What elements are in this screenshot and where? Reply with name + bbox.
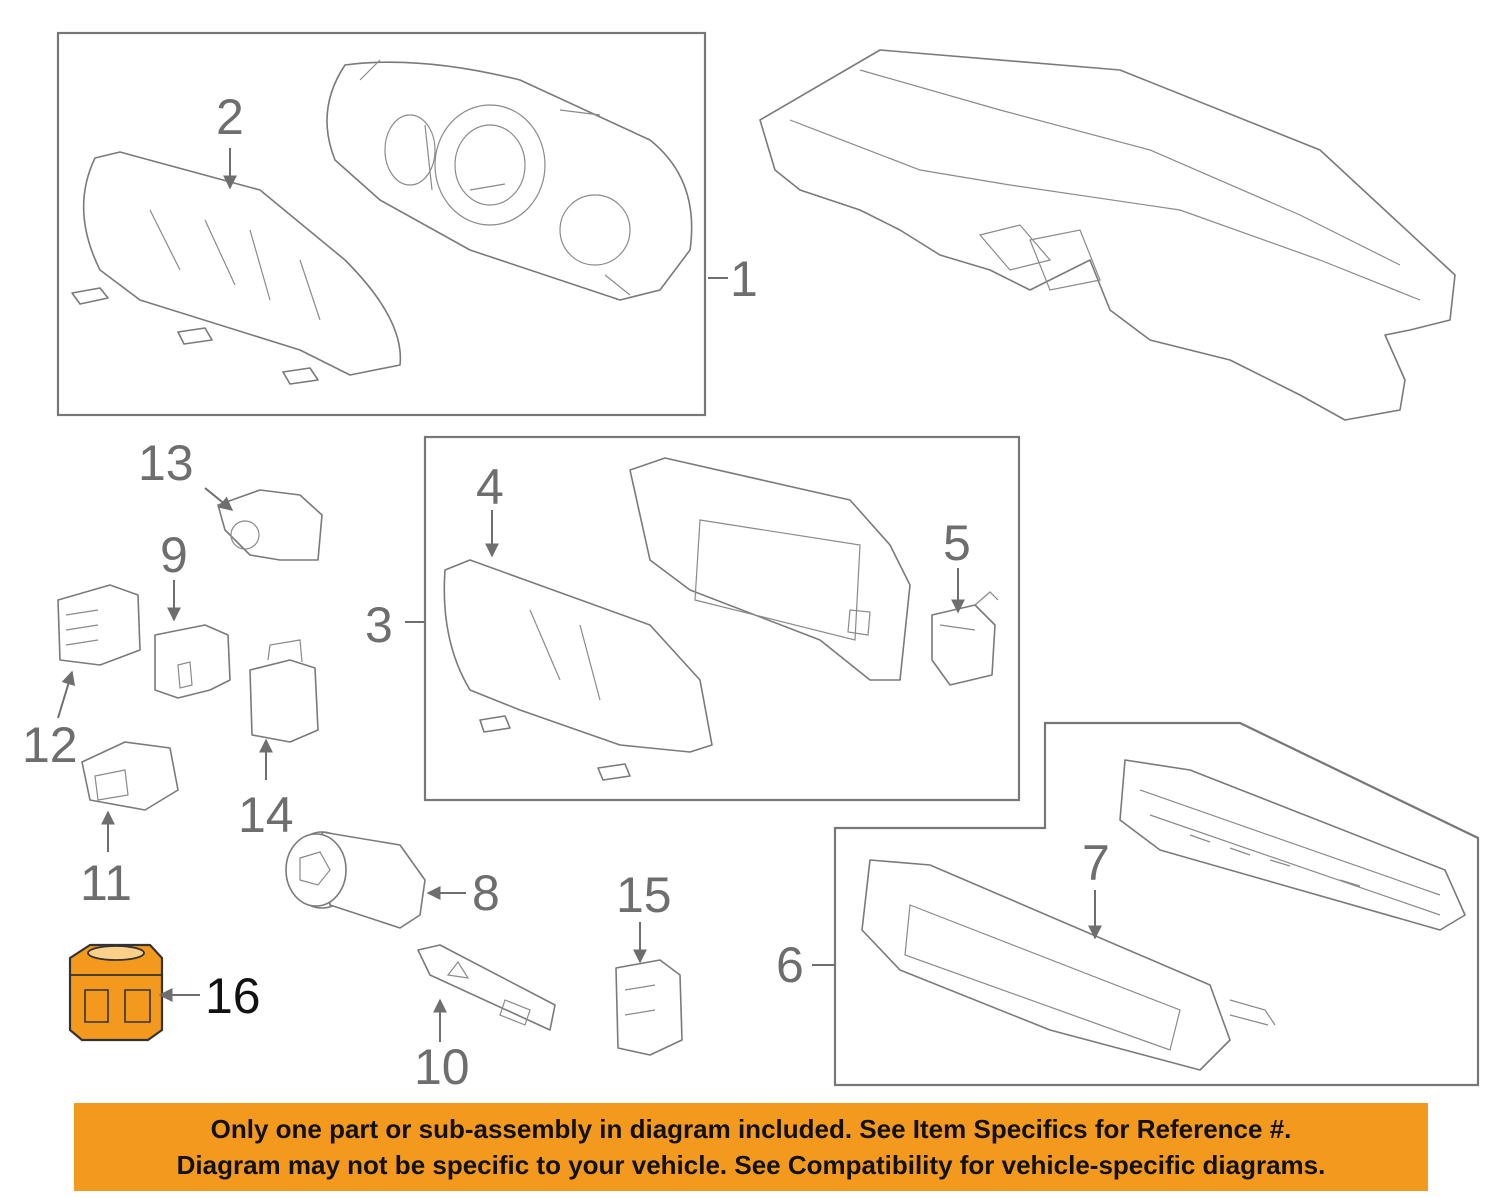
box-climate-control bbox=[833, 721, 1480, 1087]
part-3-display-housing bbox=[629, 457, 911, 681]
parts-diagram: 1 2 3 4 5 6 7 8 9 10 11 12 13 14 15 16 bbox=[22, 31, 1480, 1090]
callout-5: 5 bbox=[943, 515, 971, 571]
part-1-meter-housing bbox=[326, 59, 693, 301]
callout-14: 14 bbox=[238, 787, 294, 843]
part-8-knob-switch bbox=[285, 831, 426, 929]
part-9-switch bbox=[154, 624, 231, 699]
disclaimer-line-2: Diagram may not be specific to your vehi… bbox=[176, 1150, 1326, 1180]
callout-16: 16 bbox=[205, 968, 261, 1024]
part-4-display-lens bbox=[443, 559, 713, 781]
part-13-sensor bbox=[217, 489, 323, 561]
part-2-lens-cover bbox=[71, 151, 402, 385]
part-14-switch bbox=[249, 639, 319, 743]
callout-6: 6 bbox=[776, 937, 804, 993]
callout-9: 9 bbox=[160, 527, 188, 583]
callout-15: 15 bbox=[616, 867, 672, 923]
part-10-hazard-strip bbox=[417, 944, 556, 1031]
part-16-highlighted-switch bbox=[68, 943, 164, 1042]
disclaimer-banner: Only one part or sub-assembly in diagram… bbox=[74, 1103, 1428, 1191]
part-12-switch bbox=[57, 584, 141, 666]
callout-8: 8 bbox=[472, 865, 500, 921]
part-7-control-unit bbox=[1119, 759, 1466, 931]
part-15-switch bbox=[615, 959, 683, 1056]
disclaimer-line-1: Only one part or sub-assembly in diagram… bbox=[210, 1114, 1292, 1144]
leader-lines bbox=[57, 148, 1102, 1042]
callout-12: 12 bbox=[22, 717, 78, 773]
part-11-switch bbox=[81, 741, 179, 811]
box-instrument-cluster bbox=[56, 31, 707, 417]
part-6-climate-panel bbox=[861, 859, 1276, 1071]
callout-13: 13 bbox=[138, 435, 194, 491]
callout-11: 11 bbox=[80, 855, 132, 911]
callout-10: 10 bbox=[414, 1039, 470, 1090]
box-display-assembly bbox=[423, 435, 1021, 802]
callout-7: 7 bbox=[1082, 835, 1110, 891]
dashboard-panel bbox=[759, 49, 1456, 421]
callout-2: 2 bbox=[216, 89, 244, 145]
callout-4: 4 bbox=[476, 459, 504, 515]
callout-3: 3 bbox=[365, 597, 393, 653]
callout-1: 1 bbox=[730, 251, 758, 307]
part-5-switch bbox=[931, 591, 999, 686]
